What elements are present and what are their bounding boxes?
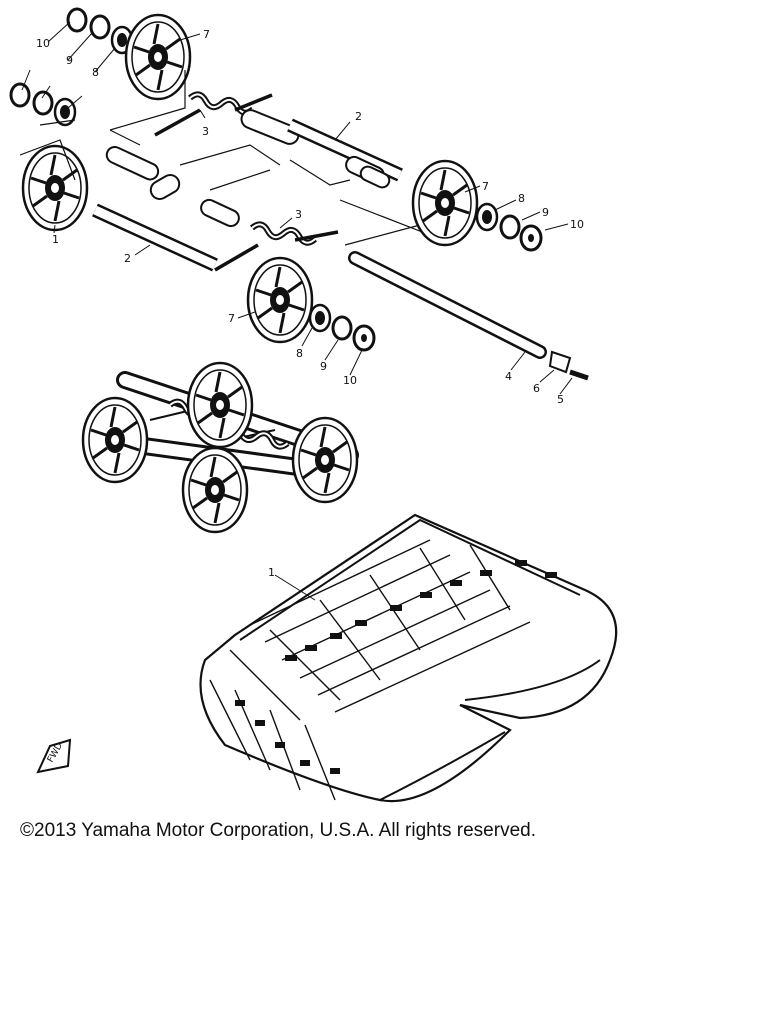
callout-10-center: 10 — [343, 374, 357, 387]
callout-10-upper-left: 10 — [36, 37, 50, 50]
callout-2-lower: 2 — [124, 252, 131, 265]
shaft — [348, 251, 547, 359]
retaining-ring-upper-left — [66, 7, 88, 33]
callout-9-center: 9 — [320, 360, 327, 373]
suspension-arm-lower — [92, 145, 240, 272]
callout-8-right: 8 — [518, 192, 525, 205]
washer-right — [519, 224, 543, 252]
wheel-left — [21, 144, 89, 232]
callout-3-lower: 3 — [295, 208, 302, 221]
callout-1-track: 1 — [268, 566, 275, 579]
callout-9-right: 9 — [542, 206, 549, 219]
bearing-center — [308, 303, 332, 333]
callout-8-upper-left: 8 — [92, 66, 99, 79]
callout-lines — [21, 21, 573, 395]
callout-4-shaft: 4 — [505, 370, 512, 383]
front-direction-arrow-icon: FWD — [36, 738, 72, 774]
retaining-ring-lower-left — [9, 82, 31, 108]
assembly-guide-lines — [19, 70, 431, 246]
callout-1-left: 1 — [52, 233, 59, 246]
callout-10-right: 10 — [570, 218, 584, 231]
wheel-upper-left — [124, 13, 192, 101]
wheel-center — [246, 256, 314, 344]
spring-arm-lower — [214, 230, 339, 272]
callout-7-upper-left: 7 — [203, 28, 210, 41]
track-belt — [199, 513, 618, 803]
callout-5-bolt: 5 — [557, 393, 564, 406]
suspension-arm-upper — [240, 109, 403, 189]
spacer-ring-upper-left — [89, 14, 111, 40]
callout-7-right: 7 — [482, 180, 489, 193]
callout-3-upper: 3 — [202, 125, 209, 138]
bearing-right — [475, 202, 499, 232]
callout-7-center: 7 — [228, 312, 235, 325]
callout-2-upper: 2 — [355, 110, 362, 123]
spacer-ring-right — [499, 214, 521, 240]
spring-arm-upper — [154, 93, 273, 137]
washer-center — [352, 324, 376, 352]
callout-9-upper-left: 9 — [66, 54, 73, 67]
copyright-notice: ©2013 Yamaha Motor Corporation, U.S.A. A… — [20, 820, 536, 841]
callout-6-plate: 6 — [533, 382, 540, 395]
spacer-ring-center — [331, 315, 353, 341]
plate — [548, 350, 572, 374]
bogie-assembly — [81, 361, 359, 534]
bolt — [569, 369, 589, 381]
callout-line-track — [274, 574, 316, 601]
spacer-ring-lower-left — [32, 90, 54, 116]
wheel-right — [411, 159, 479, 247]
torsion-spring-lower — [251, 223, 316, 244]
callout-8-center: 8 — [296, 347, 303, 360]
